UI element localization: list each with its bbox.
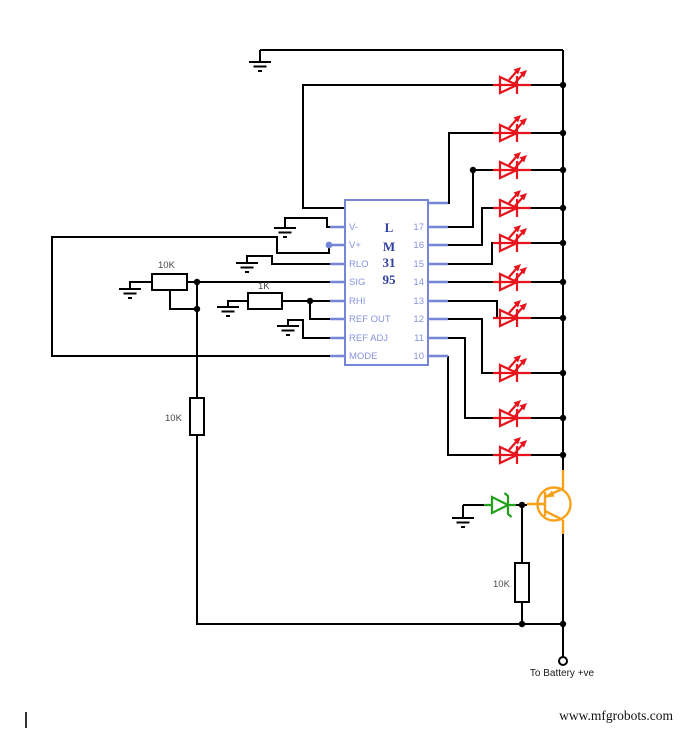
wire-led-row2 (448, 132, 563, 204)
ground-diode (451, 517, 475, 528)
pin-number-11: 11 (414, 333, 424, 344)
ground-pot (118, 288, 142, 299)
ground-vminus (273, 227, 297, 238)
wire-led-row5 (448, 242, 563, 265)
right-pin-stubs (428, 201, 448, 358)
wire-led-row4 (448, 207, 563, 246)
battery-label: To Battery +ve (530, 668, 595, 679)
left-pin-stubs (330, 225, 345, 358)
pin-number-12: 12 (413, 314, 424, 325)
ground-symbols (118, 50, 475, 528)
led-2 (491, 113, 533, 144)
battery-terminal (558, 656, 568, 666)
wire-bottom-rail (196, 282, 563, 625)
pin-number-10: 10 (413, 351, 424, 362)
transistor-ce-leads (544, 487, 564, 522)
led-8 (491, 353, 533, 384)
ic-pin-stubs (330, 201, 448, 358)
led-3 (491, 150, 533, 181)
resistor-left-10k-body (189, 397, 205, 436)
pin-number-16: 16 (413, 240, 424, 251)
resistor-1k-body (247, 292, 283, 310)
wire-led-row10 (447, 356, 563, 456)
pin-number-14: 14 (413, 277, 424, 288)
pin-number-17: 17 (413, 222, 424, 233)
resistor-1k-label: 1K (258, 281, 270, 292)
ground-rlo (235, 262, 259, 273)
wire-led-row9 (448, 337, 563, 419)
wire-vminus-ground (284, 217, 330, 228)
vplus-junction-dot (325, 241, 333, 249)
wire-led-row3 (448, 169, 563, 228)
resistor-bottom-label: 10K (493, 579, 511, 590)
watermark: www.mfgrobots.com (559, 708, 673, 723)
ic-part-line-4: 95 (383, 272, 397, 287)
pin-label-vplus: V+ (349, 240, 361, 251)
led-column (491, 65, 533, 466)
led-5 (491, 223, 533, 254)
pin-number-15: 15 (413, 259, 424, 270)
led-9 (491, 398, 533, 429)
ground-1k (216, 306, 240, 317)
ic-body (344, 199, 429, 366)
resistor-left-label: 10K (165, 413, 183, 424)
wire-refout (309, 301, 330, 320)
wire-1k-ground (227, 300, 248, 307)
resistors-group: 10K 1K 10K 10K (151, 260, 530, 603)
wire-pot-ground (129, 281, 152, 289)
led-10 (491, 435, 533, 466)
led-4 (491, 188, 533, 219)
ic-part-line-2: M (383, 239, 395, 254)
pin-label-rlo: RLO (349, 259, 369, 270)
wire-led-row7 (448, 300, 563, 319)
ic-part-line-3: 31 (383, 255, 396, 270)
pin-label-refout: REF OUT (349, 314, 391, 325)
pin-label-rhi: RHI (349, 296, 365, 307)
led-6 (491, 262, 533, 293)
potentiometer-body (151, 273, 188, 291)
led-7 (491, 298, 533, 329)
green-zener-diode (484, 492, 516, 518)
ground-refadj (276, 325, 300, 336)
transistor-emitter-arrow (546, 490, 555, 498)
ground-top (248, 61, 272, 72)
led-1 (491, 65, 533, 96)
ic-part-line-1: L (385, 220, 394, 235)
junction-dots (193, 81, 567, 628)
wires (51, 49, 564, 657)
ic-lm3915: V- V+ RLO SIG RHI REF OUT REF ADJ MODE 1… (344, 199, 429, 366)
pin-label-refadj: REF ADJ (349, 333, 388, 344)
wire-vplus-mode-loop (51, 236, 330, 357)
pnp-transistor (527, 470, 572, 534)
pin-label-mode: MODE (349, 351, 378, 362)
wire-refadj-ground (287, 319, 330, 339)
resistor-bottom-10k-body (514, 562, 530, 603)
pin-label-sig: SIG (349, 277, 365, 288)
pot-value-label: 10K (158, 260, 176, 271)
text-cursor (25, 712, 27, 728)
pin-label-vminus: V- (349, 222, 358, 233)
wire-led-row8 (448, 318, 563, 374)
wire-rlo-ground (246, 255, 330, 265)
wire-led-row1 (302, 84, 563, 209)
pin-number-13: 13 (413, 296, 424, 307)
